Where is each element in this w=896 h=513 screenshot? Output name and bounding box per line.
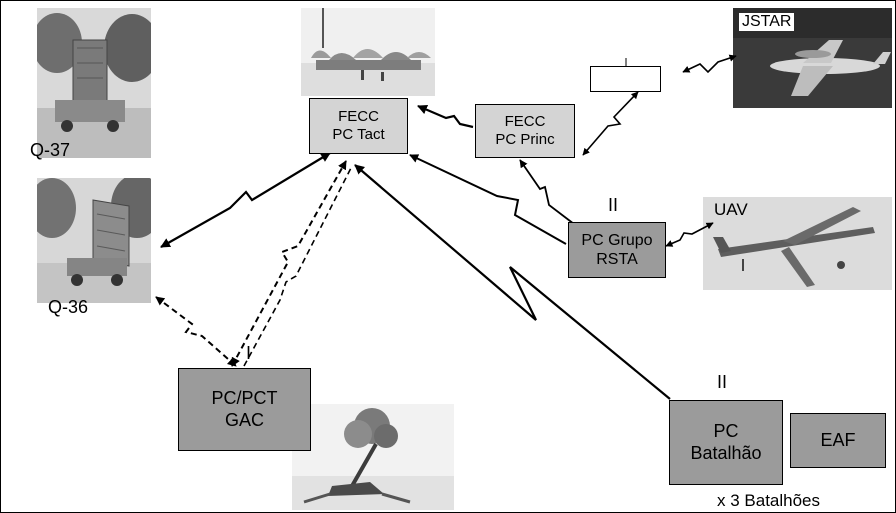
link-grupo-fecc-princ (519, 159, 575, 225)
label-jstar: JSTAR (739, 13, 795, 31)
label-q37: Q-37 (30, 140, 71, 160)
link-grupo-uav (665, 222, 714, 247)
echelon-batalhao: II (717, 372, 728, 392)
node-fecc-pc-princ: FECC PC Princ (475, 104, 575, 158)
field-camp-photo (301, 8, 435, 96)
link-grupo-fecc-tact (409, 154, 567, 245)
node-pc-batalhao: PC Batalhão (669, 400, 783, 485)
label-uav: UAV (714, 200, 748, 219)
node-eaf: EAF (790, 413, 886, 468)
link-batalhao-fecc-tact (354, 164, 671, 400)
label-q36: Q-36 (48, 297, 89, 317)
radar-q36-photo (37, 178, 151, 303)
node-relay (590, 66, 661, 92)
link-pct-fecc-tact (231, 160, 347, 367)
link-fecc-princ-fecc-tact (417, 104, 474, 129)
link-relay-fecc-princ (582, 91, 639, 156)
aircraft-photo (733, 8, 892, 108)
echelon-grupo: II (608, 195, 619, 215)
node-pc-grupo-rsta: PC Grupo RSTA (568, 222, 666, 278)
howitzer-photo (292, 404, 454, 510)
node-fecc-pc-tact: FECC PC Tact (309, 98, 408, 154)
radar-q37-photo (37, 8, 151, 158)
label-x3-batalhoes: x 3 Batalhões (717, 491, 821, 510)
link-q36-pct (155, 296, 237, 367)
echelon-gac: I (246, 343, 252, 363)
node-pc-pct-gac: PC/PCT GAC (178, 368, 311, 451)
link-pct-fecc-tact-2 (243, 165, 353, 367)
link-relay-jstar (682, 54, 737, 74)
uav-photo (703, 197, 892, 290)
